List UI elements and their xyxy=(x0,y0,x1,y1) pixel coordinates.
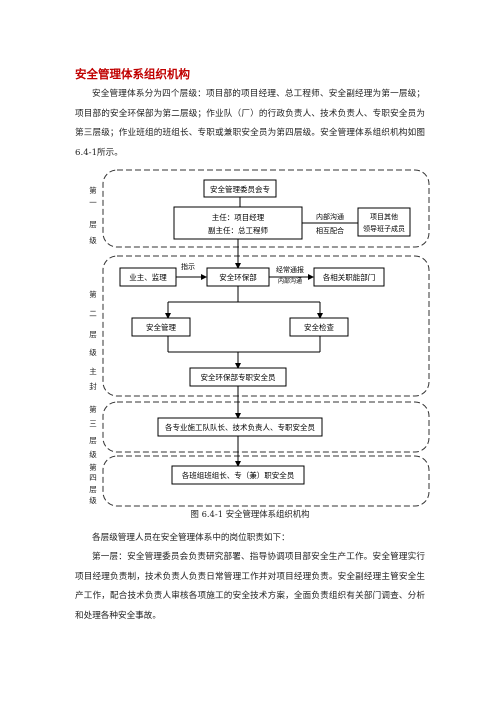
mutual-coop-label: 相互配合 xyxy=(316,226,344,235)
related-depts-box xyxy=(313,267,385,287)
layer2-label: 第 二 层 级 主 封 xyxy=(89,289,97,391)
svg-text:四: 四 xyxy=(89,473,97,482)
svg-text:第: 第 xyxy=(89,185,97,195)
instruction-label: 指示 xyxy=(181,262,195,271)
group-leaders-label: 各班组班组长、专（兼）职安全员 xyxy=(182,470,295,480)
svg-text:封: 封 xyxy=(89,381,97,391)
other-leaders-line2: 领导班子成员 xyxy=(363,224,405,233)
deputy-label: 副主任：总工程师 xyxy=(208,225,268,235)
svg-text:第: 第 xyxy=(89,404,97,414)
svg-text:级: 级 xyxy=(89,495,97,505)
svg-text:三: 三 xyxy=(89,419,97,428)
svg-text:级: 级 xyxy=(89,449,97,459)
svg-text:层: 层 xyxy=(89,436,97,445)
svg-text:级: 级 xyxy=(89,235,97,245)
info-exchange-label: 经常通报 xyxy=(276,265,304,274)
related-depts-label: 各相关职能部门 xyxy=(323,272,376,282)
committee-label: 安全管理委员会专 xyxy=(210,184,270,194)
safety-check-label: 安全检查 xyxy=(304,322,334,332)
layer4-frame xyxy=(102,455,430,507)
figure-caption: 图 6.4-1 安全管理体系组织机构 xyxy=(190,509,310,519)
internal-comm2-label: 内部沟通 xyxy=(278,277,302,285)
director-label: 主任：项目经理 xyxy=(212,212,265,222)
layer3-frame xyxy=(102,401,430,453)
other-leaders-box xyxy=(357,207,411,237)
svg-text:第: 第 xyxy=(89,462,97,472)
svg-text:层: 层 xyxy=(89,220,97,229)
svg-text:级: 级 xyxy=(89,347,97,357)
safety-mgmt-label: 安全管理 xyxy=(146,322,176,332)
layer2-frame xyxy=(102,255,430,397)
paragraph-layer1-duties: 第一层：安全管理委员会负责研究部署、指导协调项目部安全生产工作。安全管理实行项目… xyxy=(75,552,425,621)
svg-text:一: 一 xyxy=(89,198,97,207)
safety-check-box xyxy=(289,317,349,337)
team-leaders-box xyxy=(157,417,323,437)
other-leaders-line1: 项目其他 xyxy=(370,212,398,221)
layer3-label: 第 三 层 级 xyxy=(89,404,97,459)
svg-text:层: 层 xyxy=(89,330,97,339)
svg-text:第: 第 xyxy=(89,289,97,299)
internal-comm-label: 内部沟通 xyxy=(316,212,344,221)
layer4-label: 第 四 层 级 xyxy=(89,462,97,505)
paragraph-duties-intro: 各层级管理人员在安全管理体系中的岗位职责如下： xyxy=(92,533,290,543)
layer1-label: 第 一 层 级 xyxy=(89,185,97,245)
layer1-frame xyxy=(102,169,430,248)
safety-mgmt-box xyxy=(131,317,191,337)
svg-text:主: 主 xyxy=(89,366,97,376)
owner-supervisor-label: 业主、监理 xyxy=(129,272,167,282)
svg-text:层: 层 xyxy=(89,485,97,494)
group-leaders-box xyxy=(171,465,305,485)
section-title: 安全管理体系组织机构 xyxy=(75,67,190,81)
safety-dept-label: 安全环保部 xyxy=(219,272,257,282)
intro-paragraph: 安全管理体系分为四个层级：项目部的项目经理、总工程师、安全副经理为第一层级；项目… xyxy=(75,89,425,158)
dept-officer-label: 安全环保部专职安全员 xyxy=(201,372,276,382)
svg-text:二: 二 xyxy=(89,309,97,318)
team-leaders-label: 各专业施工队队长、技术负责人、专职安全员 xyxy=(165,422,315,432)
